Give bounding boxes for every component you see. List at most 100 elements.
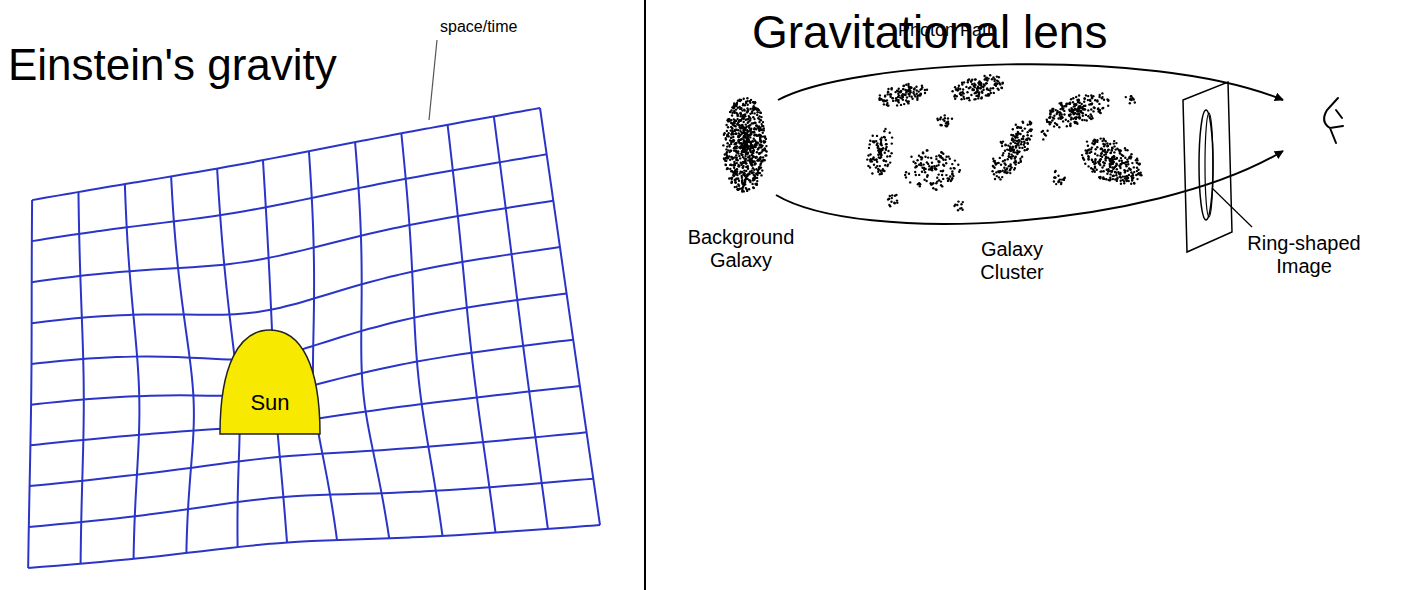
galaxy-dot <box>1109 179 1111 181</box>
galaxy-dot <box>1067 120 1069 122</box>
galaxy-dot <box>890 93 892 95</box>
galaxy-dot <box>916 97 918 99</box>
galaxy-dot <box>732 124 734 126</box>
galaxy-dot <box>991 170 993 172</box>
galaxy-dot <box>1009 169 1011 171</box>
galaxy-dot <box>1093 143 1095 145</box>
galaxy-dot <box>727 168 729 170</box>
galaxy-dot <box>751 157 753 159</box>
galaxy-dot <box>1109 143 1111 145</box>
galaxy-dot <box>742 149 744 151</box>
galaxy-dot <box>905 176 907 178</box>
galaxy-dot <box>943 120 945 122</box>
galaxy-dot <box>915 165 917 167</box>
galaxy-dot <box>749 180 751 182</box>
galaxy-dot <box>739 108 741 110</box>
galaxy-dot <box>732 107 734 109</box>
ring-image <box>1205 113 1213 217</box>
galaxy-dot <box>740 162 742 164</box>
galaxy-dot <box>752 140 754 142</box>
galaxy-dot <box>1053 180 1055 182</box>
galaxy-dot <box>749 102 751 104</box>
galaxy-dot <box>890 201 892 203</box>
galaxy-dot <box>945 162 947 164</box>
galaxy-dot <box>985 82 987 84</box>
galaxy-dot <box>946 121 948 123</box>
galaxy-dot <box>1055 183 1057 185</box>
galaxy-dot <box>1107 170 1109 172</box>
galaxy-dot <box>1129 98 1131 100</box>
galaxy-dot <box>1013 168 1015 170</box>
galaxy-dot <box>940 170 942 172</box>
galaxy-dot <box>1126 158 1128 160</box>
galaxy-dot <box>928 165 930 167</box>
galaxy-dot <box>962 92 964 94</box>
galaxy-dot <box>1105 178 1107 180</box>
galaxy-dot <box>739 157 741 159</box>
galaxy-dot <box>1024 127 1026 129</box>
galaxy-dot <box>967 79 969 81</box>
galaxy-dot <box>1127 170 1129 172</box>
galaxy-dot <box>1075 96 1077 98</box>
galaxy-dot <box>737 150 739 152</box>
galaxy-dot <box>1135 159 1137 161</box>
galaxy-dot <box>1076 113 1078 115</box>
galaxy-dot <box>993 160 995 162</box>
galaxy-dot <box>934 168 936 170</box>
galaxy-dot <box>1079 106 1081 108</box>
galaxy-dot <box>978 91 980 93</box>
galaxy-dot <box>1022 135 1024 137</box>
galaxy-dot <box>1131 178 1133 180</box>
galaxy-dot <box>1013 149 1015 151</box>
galaxy-dot <box>1090 108 1092 110</box>
galaxy-dot <box>735 133 737 135</box>
galaxy-dot <box>732 106 734 108</box>
galaxy-dot <box>949 158 951 160</box>
galaxy-dot <box>1089 100 1091 102</box>
galaxy-dot <box>1136 162 1138 164</box>
galaxy-dot <box>914 171 916 173</box>
grid-line <box>78 192 83 564</box>
galaxy-dot <box>755 156 757 158</box>
galaxy-dot <box>921 85 923 87</box>
galaxy-dot <box>1130 95 1132 97</box>
galaxy-dot <box>749 108 751 110</box>
galaxy-dot <box>980 82 982 84</box>
galaxy-dot <box>745 123 747 125</box>
galaxy-dot <box>926 161 928 163</box>
galaxy-dot <box>738 132 740 134</box>
galaxy-dot <box>992 87 994 89</box>
galaxy-dot <box>908 100 910 102</box>
galaxy-dot <box>885 143 887 145</box>
galaxy-dot <box>723 132 725 134</box>
galaxy-dot <box>746 174 748 176</box>
galaxy-dot <box>736 118 738 120</box>
galaxy-dot <box>954 98 956 100</box>
galaxy-dot <box>1113 167 1115 169</box>
galaxy-dot <box>921 171 923 173</box>
galaxy-dot <box>1015 133 1017 135</box>
galaxy-dot <box>887 93 889 95</box>
galaxy-dot <box>1054 176 1056 178</box>
galaxy-dot <box>1082 108 1084 110</box>
galaxy-dot <box>726 119 728 121</box>
galaxy-dot <box>729 151 731 153</box>
galaxy-dot <box>746 118 748 120</box>
galaxy-dot <box>896 199 898 201</box>
galaxy-dot <box>1115 172 1117 174</box>
galaxy-dot <box>754 175 756 177</box>
galaxy-dot <box>953 95 955 97</box>
galaxy-dot <box>1106 173 1108 175</box>
galaxy-dot <box>972 88 974 90</box>
galaxy-dot <box>1099 160 1101 162</box>
galaxy-dot <box>1018 147 1020 149</box>
galaxy-dot <box>1023 149 1025 151</box>
galaxy-dot <box>1101 166 1103 168</box>
galaxy-dot <box>908 90 910 92</box>
galaxy-dot <box>1101 140 1103 142</box>
galaxy-dot <box>1125 165 1127 167</box>
galaxy-dot <box>753 146 755 148</box>
galaxy-dot <box>762 132 764 134</box>
galaxy-dot <box>751 122 753 124</box>
galaxy-dot <box>955 88 957 90</box>
